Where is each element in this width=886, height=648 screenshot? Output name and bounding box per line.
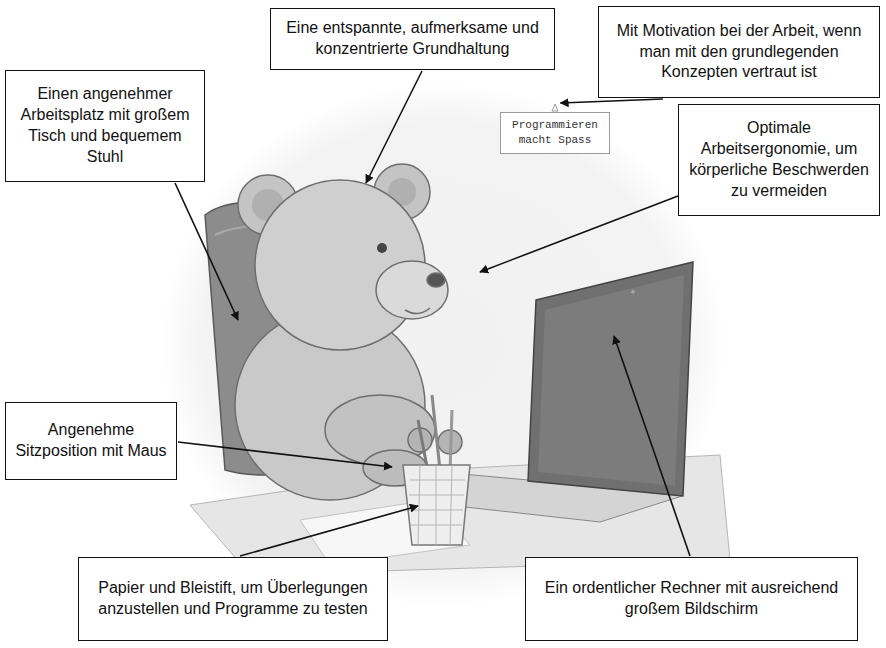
box-text: Programmieren macht Spass xyxy=(505,118,605,148)
svg-text:✦: ✦ xyxy=(628,286,638,298)
sign-card: Programmieren macht Spass xyxy=(500,112,610,154)
callout-box: Angenehme Sitzposition mit Maus xyxy=(5,402,177,480)
box-text: Einen angenehmer Arbeitsplatz mit großem… xyxy=(13,84,197,167)
callout-box: Optimale Arbeitsergonomie, um körperlich… xyxy=(678,104,880,216)
box-text: Mit Motivation bei der Arbeit, wenn man … xyxy=(606,21,872,83)
teddy-bear xyxy=(235,164,462,500)
callout-box: Einen angenehmer Arbeitsplatz mit großem… xyxy=(5,70,205,182)
arrow-connector xyxy=(561,99,663,103)
box-text: Eine entspannte, aufmerksame und konzent… xyxy=(278,18,547,60)
sign-hook xyxy=(552,104,558,111)
box-text: Papier und Bleistift, um Überlegungen an… xyxy=(86,578,380,620)
callout-box: Ein ordentlicher Rechner mit ausreichend… xyxy=(525,557,858,641)
box-text: Angenehme Sitzposition mit Maus xyxy=(13,420,169,462)
pencil-cup xyxy=(403,395,470,545)
callout-box: Mit Motivation bei der Arbeit, wenn man … xyxy=(598,6,880,98)
callout-box: Papier und Bleistift, um Überlegungen an… xyxy=(78,557,388,641)
box-text: Ein ordentlicher Rechner mit ausreichend… xyxy=(533,578,850,620)
leader-lines xyxy=(175,71,690,556)
callout-box: Eine entspannte, aufmerksame und konzent… xyxy=(270,8,555,70)
box-text: Optimale Arbeitsergonomie, um körperlich… xyxy=(686,118,872,201)
